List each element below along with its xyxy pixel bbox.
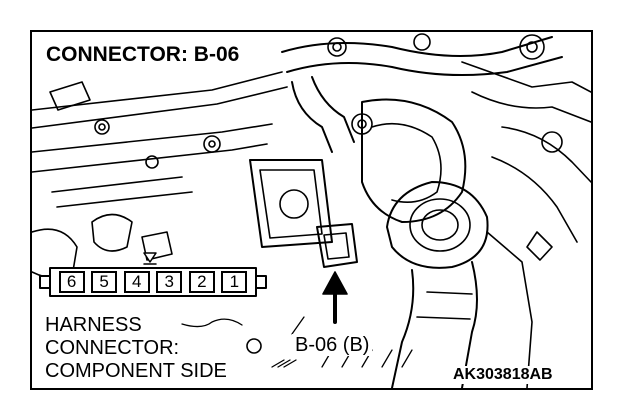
- harness-label-line-3: COMPONENT SIDE: [45, 360, 227, 382]
- pin-label: 5: [91, 271, 118, 293]
- pin-label: 3: [156, 271, 183, 293]
- pin-label: 2: [188, 271, 215, 293]
- diagram-title: CONNECTOR: B-06: [42, 42, 244, 67]
- pin-label: 6: [58, 271, 85, 293]
- harness-label-line-1: HARNESS: [45, 314, 142, 336]
- pin-label: 1: [221, 271, 248, 293]
- harness-connector-pins: 6 5 4 3 2 1: [52, 270, 254, 294]
- harness-label-line-2: CONNECTOR:: [45, 337, 180, 359]
- pin-label: 4: [123, 271, 150, 293]
- figure-code: AK303818AB: [450, 366, 556, 384]
- diagram-frame: 6 5 4 3 2 1 CONNECTOR: B-06 HARNESS CONN…: [30, 30, 593, 390]
- connector-reference-label: B-06 (B): [292, 334, 373, 356]
